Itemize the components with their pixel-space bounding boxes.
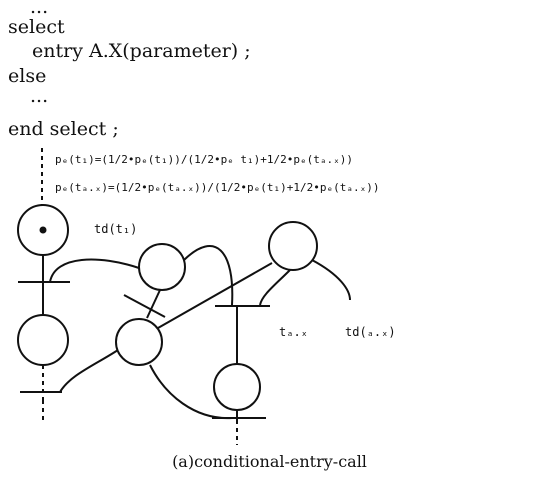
- token: [39, 226, 47, 234]
- arc-wait-to-tax: [183, 245, 234, 306]
- place-rendezvous: [115, 318, 163, 366]
- arc-t1-to-wait: [49, 258, 140, 283]
- place-entry: [268, 221, 318, 271]
- label-td-t1: td(t₁): [94, 222, 138, 236]
- place-after-call: [213, 363, 261, 411]
- arc-entry-to-rendezvous: [157, 262, 273, 329]
- code-line-ellipsis-2: ...: [30, 85, 49, 107]
- arc-exit-to-rendezvous: [149, 364, 233, 420]
- code-line-entry-call: entry A.X(parameter) ;: [32, 40, 251, 62]
- code-line-end-select: end select ;: [8, 118, 119, 140]
- place-else-branch: [17, 314, 69, 366]
- place-wait: [138, 243, 186, 291]
- arc-entry-to-td-ax: [311, 259, 351, 301]
- formula-tax: pₑ(tₐ.ₓ)=(1/2•pₑ(tₐ.ₓ))/(1/2•pₑ(t₁)+1/2•…: [55, 181, 380, 194]
- label-td-ax: td(ₐ.ₓ): [345, 325, 396, 339]
- code-line-select: select: [8, 16, 65, 38]
- arc-wait-down: [146, 289, 161, 319]
- arc-entry-to-tax: [259, 269, 291, 306]
- arc-rendezvous-to-else: [59, 349, 119, 393]
- code-line-ellipsis-1: ...: [30, 0, 49, 18]
- label-t-ax: tₐ.ₓ: [279, 325, 308, 339]
- formula-t1: pₑ(t₁)=(1/2•pₑ(t₁))/(1/2•pₑ t₁)+1/2•pₑ(t…: [55, 153, 354, 166]
- figure-caption: (a)conditional-entry-call: [172, 452, 367, 471]
- code-line-else: else: [8, 65, 47, 87]
- transition-wait: [123, 294, 166, 318]
